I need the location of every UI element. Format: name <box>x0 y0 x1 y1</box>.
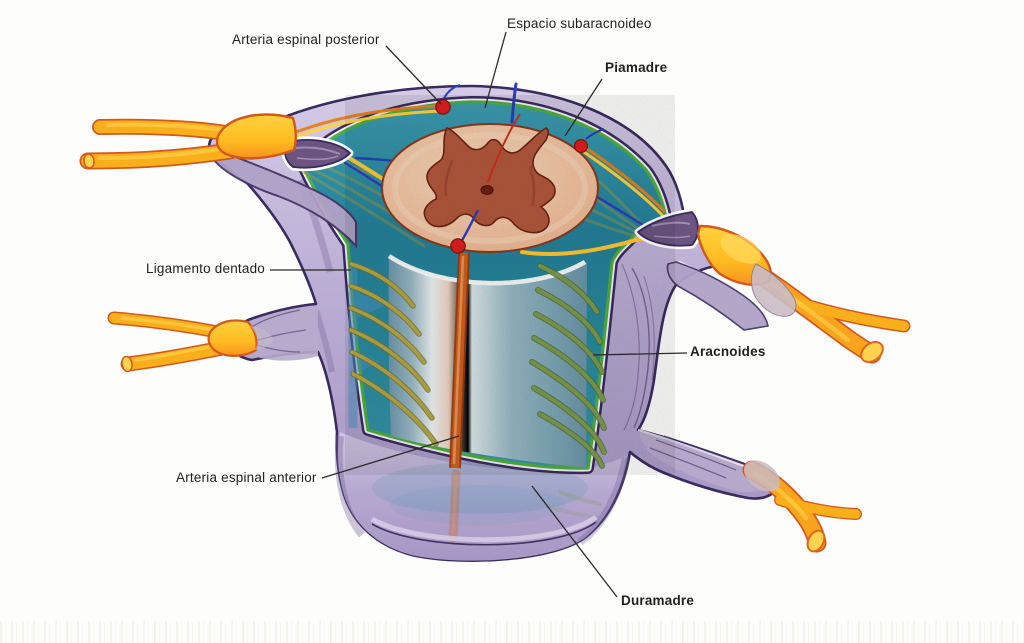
label-arteria-espinal-posterior: Arteria espinal posterior <box>232 32 380 47</box>
label-piamadre: Piamadre <box>605 60 668 75</box>
sleeve-transition <box>751 263 797 317</box>
leader-arteria-espinal-anterior <box>321 435 460 479</box>
leader-arteria-espinal-posterior <box>385 45 442 105</box>
dura-bottom-rim-highlight <box>370 514 598 543</box>
dorsal-root-ganglion <box>207 319 258 357</box>
nerve-cut-end <box>860 341 884 363</box>
label-arteria-espinal-anterior: Arteria espinal anterior <box>176 470 317 485</box>
label-duramadre: Duramadre <box>621 593 695 608</box>
leader-duramadre <box>531 485 618 598</box>
dural-sleeve-opening-left <box>281 136 354 172</box>
spinal-nerve-bottom-left <box>107 306 318 373</box>
scan-noise-strip <box>0 621 1024 643</box>
sleeve-transition <box>743 460 781 492</box>
leader-aracnoides <box>592 352 688 356</box>
label-aracnoides: Aracnoides <box>690 344 766 359</box>
spinal-nerve-top-right <box>666 224 911 364</box>
label-espacio-subaracnoideo: Espacio subaracnoideo <box>507 16 652 31</box>
leader-espacio-subaracnoideo <box>484 31 507 109</box>
anterior-artery-through-dura <box>448 469 461 543</box>
leader-piamadre <box>564 78 603 137</box>
texture-overlay <box>345 95 675 475</box>
dura-bottom-rim-line <box>371 521 597 546</box>
nerve-cut-end <box>806 529 826 553</box>
leader-lines <box>270 31 688 598</box>
spinal-nerve-top-left <box>79 113 357 249</box>
dorsal-root-ganglion <box>215 113 297 160</box>
label-ligamento-dentado: Ligamento dentado <box>146 261 265 276</box>
